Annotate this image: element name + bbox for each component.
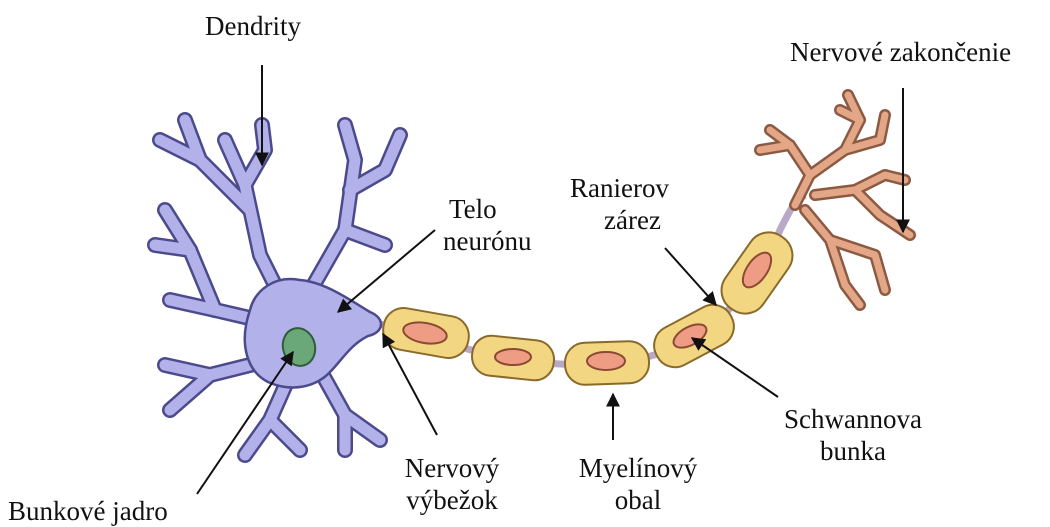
label-nervovy-vybezok: Nervový výbežok <box>392 452 512 516</box>
arrow-ranierov-zarez <box>665 248 716 305</box>
label-schwannova-bunka-line1: Schwannova <box>778 403 928 435</box>
label-telo-neuronu-line1: Telo <box>443 193 531 225</box>
label-myelinovy-obal: Myelínový obal <box>568 452 708 516</box>
label-nervovy-vybezok-line2: výbežok <box>392 484 512 516</box>
label-telo-neuronu-line2: neurónu <box>443 225 531 257</box>
label-schwannova-bunka: Schwannova bunka <box>778 403 928 467</box>
label-bunkove-jadro: Bunkové jadro <box>8 495 168 527</box>
label-schwannova-bunka-line2: bunka <box>778 435 928 467</box>
schwann-cell-2 <box>470 334 556 382</box>
label-nervove-zakoncenie: Nervové zakončenie <box>790 36 1011 68</box>
label-ranierov-zarez-line2: zárez <box>570 204 669 236</box>
schwann-cell-3 <box>564 341 649 386</box>
label-dendrity: Dendrity <box>205 10 301 42</box>
arrow-schwannova-bunka <box>692 338 778 397</box>
cell-body <box>245 279 381 387</box>
label-nervovy-vybezok-line1: Nervový <box>392 452 512 484</box>
label-myelinovy-obal-line1: Myelínový <box>568 452 708 484</box>
label-ranierov-zarez-line1: Ranierov <box>570 172 669 204</box>
label-myelinovy-obal-line2: obal <box>568 484 708 516</box>
label-ranierov-zarez: Ranierov zárez <box>570 172 669 236</box>
label-telo-neuronu: Telo neurónu <box>443 193 531 257</box>
